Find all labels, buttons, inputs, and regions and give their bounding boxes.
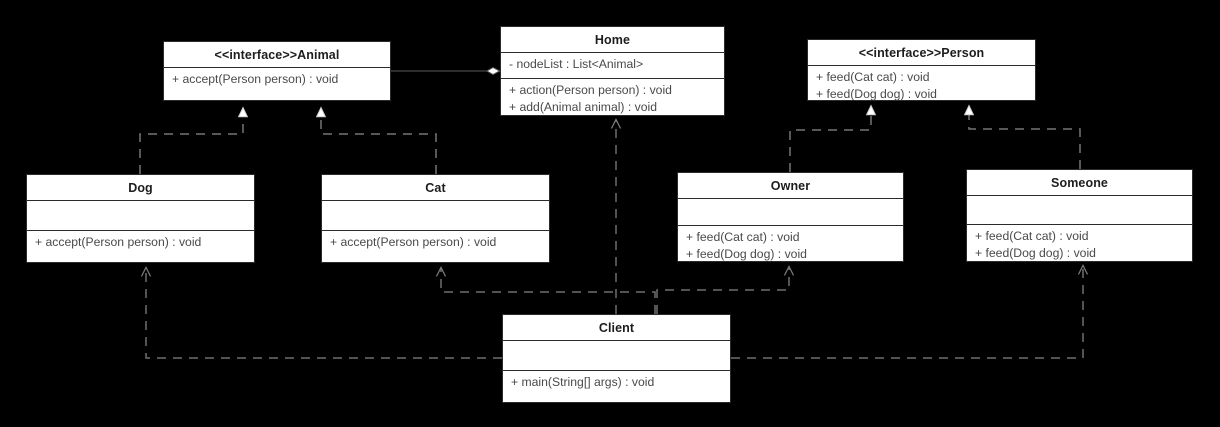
attribute-line: - nodeList : List<Animal>: [509, 57, 644, 71]
class-name-someone: Someone: [967, 170, 1192, 196]
class-operations-person: + feed(Cat cat) : void + feed(Dog dog) :…: [808, 66, 1035, 101]
class-box-dog[interactable]: Dog + accept(Person person) : void: [26, 174, 255, 263]
class-attributes-someone: [967, 196, 1192, 225]
class-attributes-owner: [678, 199, 903, 226]
operation-line: + action(Person person) : void: [509, 83, 672, 97]
class-attributes-dog: [27, 201, 254, 231]
operation-line: + feed(Dog dog) : void: [975, 245, 1096, 260]
operation-line: + main(String[] args) : void: [511, 375, 655, 389]
class-operations-animal: + accept(Person person) : void: [164, 68, 390, 92]
class-operations-owner: + feed(Cat cat) : void + feed(Dog dog) :…: [678, 226, 903, 261]
operation-line: + accept(Person person) : void: [172, 72, 339, 86]
class-name-home: Home: [501, 27, 724, 53]
operation-line: + accept(Person person) : void: [330, 235, 497, 249]
operation-line: + feed(Cat cat) : void: [686, 230, 800, 244]
class-operations-cat: + accept(Person person) : void: [322, 231, 549, 255]
connector-client-owner: [656, 265, 794, 314]
operation-line: + feed(Cat cat) : void: [816, 70, 930, 84]
class-name-person: <<interface>>Person: [808, 40, 1035, 66]
class-name-dog: Dog: [27, 175, 254, 201]
operation-line: + feed(Cat cat) : void: [975, 229, 1089, 243]
connector-owner-person: [789, 106, 871, 172]
class-box-someone[interactable]: Someone + feed(Cat cat) : void + feed(Do…: [966, 169, 1193, 262]
class-operations-home: + action(Person person) : void + add(Ani…: [501, 79, 724, 115]
operation-line: + feed(Dog dog) : void: [686, 246, 807, 261]
class-attributes-cat: [322, 201, 549, 231]
connector-client-dog: [141, 266, 502, 359]
operation-line: + feed(Dog dog) : void: [816, 86, 937, 101]
connector-client-cat: [436, 266, 656, 314]
connector-cat-animal: [321, 108, 437, 174]
class-name-cat: Cat: [322, 175, 549, 201]
class-name-client: Client: [503, 315, 730, 341]
class-operations-someone: + feed(Cat cat) : void + feed(Dog dog) :…: [967, 225, 1192, 261]
class-name-animal: <<interface>>Animal: [164, 42, 390, 68]
class-box-owner[interactable]: Owner + feed(Cat cat) : void + feed(Dog …: [677, 172, 904, 262]
class-operations-client: + main(String[] args) : void: [503, 371, 730, 395]
connector-client-someone: [731, 264, 1088, 359]
class-attributes-client: [503, 341, 730, 371]
class-box-animal[interactable]: <<interface>>Animal + accept(Person pers…: [163, 41, 391, 101]
operation-line: + add(Animal animal) : void: [509, 99, 658, 114]
class-box-person[interactable]: <<interface>>Person + feed(Cat cat) : vo…: [807, 39, 1036, 101]
class-box-home[interactable]: Home - nodeList : List<Animal> + action(…: [500, 26, 725, 116]
class-box-cat[interactable]: Cat + accept(Person person) : void: [321, 174, 550, 263]
connector-dog-animal: [139, 108, 243, 174]
class-name-owner: Owner: [678, 173, 903, 199]
class-attributes-home: - nodeList : List<Animal>: [501, 53, 724, 79]
class-operations-dog: + accept(Person person) : void: [27, 231, 254, 255]
operation-line: + accept(Person person) : void: [35, 235, 202, 249]
connector-someone-person: [969, 106, 1081, 169]
class-box-client[interactable]: Client + main(String[] args) : void: [502, 314, 731, 403]
